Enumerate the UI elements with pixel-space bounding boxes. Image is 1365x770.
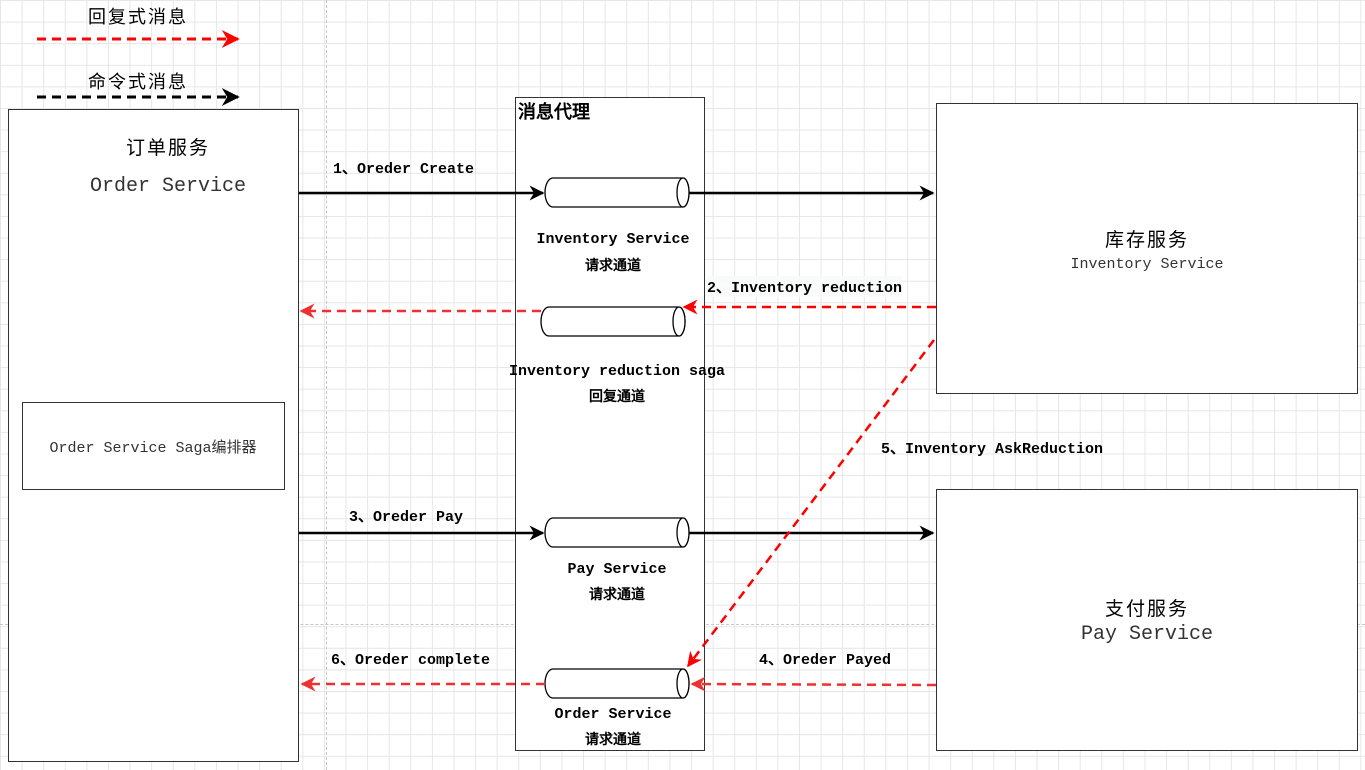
saga-orchestrator-label: Order Service Saga编排器 [49,440,257,457]
saga-orchestrator-box[interactable] [22,402,285,490]
message-label-5: 5、Inventory AskReduction [881,441,1104,458]
message-label-2: 2、Inventory reduction [707,276,903,297]
order-service-title-en: Order Service [89,175,247,198]
channel-inventory-type: 请求通道 [585,258,641,274]
arrow-4-pay-to-order-channel[interactable] [690,676,937,692]
channel-order-name: Order Service [554,706,672,723]
channel-order-queue[interactable] [544,668,690,699]
legend-command-label: 命令式消息 [88,72,188,93]
pay-service-title-cn: 支付服务 [1104,598,1190,620]
channel-inventory-reduction-name: Inventory reduction saga [508,363,726,380]
channel-pay-queue[interactable] [544,517,690,548]
channel-inventory-queue[interactable] [544,177,690,208]
channel-inventory-reduction-type: 回复通道 [589,389,645,405]
inventory-service-title-cn: 库存服务 [1104,229,1190,251]
message-label-4: 4、Oreder Payed [759,652,892,669]
message-label-3: 3、Oreder Pay [349,509,464,526]
broker-title: 消息代理 [518,102,590,123]
arrow-5-inventory-to-order-channel[interactable] [687,339,935,668]
message-label-6: 6、Oreder complete [331,652,491,669]
message-label-1: 1、Oreder Create [333,161,475,178]
channel-pay-name: Pay Service [567,561,667,578]
inventory-service-title-en: Inventory Service [1070,256,1224,273]
pay-service-box[interactable] [936,489,1358,751]
page-break-vertical [326,0,327,770]
channel-inventory-reduction-queue[interactable] [540,306,686,337]
legend-reply-label: 回复式消息 [88,7,188,28]
channel-order-type: 请求通道 [585,732,641,748]
channel-inventory-name: Inventory Service [536,231,690,248]
order-service-title-cn: 订单服务 [125,137,211,159]
channel-pay-type: 请求通道 [589,587,645,603]
inventory-service-box[interactable] [936,103,1358,394]
pay-service-title-en: Pay Service [1080,623,1214,646]
